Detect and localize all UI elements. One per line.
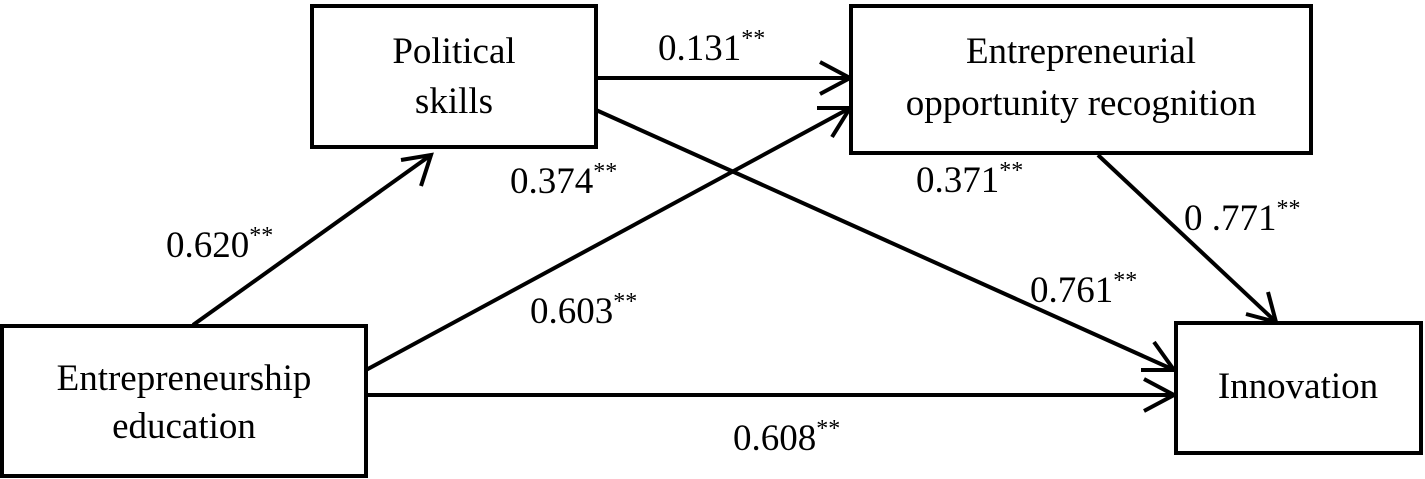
node-box [0, 324, 368, 478]
node-box [310, 4, 598, 149]
edge-education-to-political-skills [191, 152, 434, 327]
node-label-line-2: opportunity recognition [906, 83, 1256, 124]
node-label-line-1: Political [392, 31, 515, 72]
coefficient-political-skills-to-opportunity-recognition: 0.131** [658, 26, 765, 69]
node-innovation: Innovation [1174, 321, 1423, 455]
node-label-line-1: Entrepreneurial [966, 31, 1196, 72]
node-label-line-1: Innovation [1218, 366, 1378, 407]
node-entrepreneurial-opportunity-recognition: Entrepreneurial opportunity recognition [849, 4, 1313, 155]
coefficient-political-skills-to-innovation: 0.374** [510, 159, 617, 202]
edge-education-to-innovation [366, 377, 1179, 413]
node-label-line-1: Entrepreneurship [57, 358, 312, 399]
node-entrepreneurship-education: Entrepreneurship education [0, 324, 368, 478]
node-label-line-2: education [112, 406, 256, 447]
coefficient-label-0371: 0.371** [916, 158, 1023, 201]
coefficient-opportunity-recognition-to-innovation: 0 .771** [1184, 196, 1301, 239]
coefficient-education-to-political-skills: 0.620** [166, 223, 273, 266]
node-box [1174, 321, 1423, 455]
coefficient-label-0761: 0.761** [1030, 268, 1137, 311]
node-label-line-2: skills [415, 81, 493, 122]
node-box [849, 4, 1313, 155]
node-political-skills: Political skills [310, 4, 598, 149]
coefficient-education-to-innovation: 0.608** [733, 416, 840, 459]
coefficient-education-to-opportunity-recognition: 0.603** [530, 289, 637, 332]
